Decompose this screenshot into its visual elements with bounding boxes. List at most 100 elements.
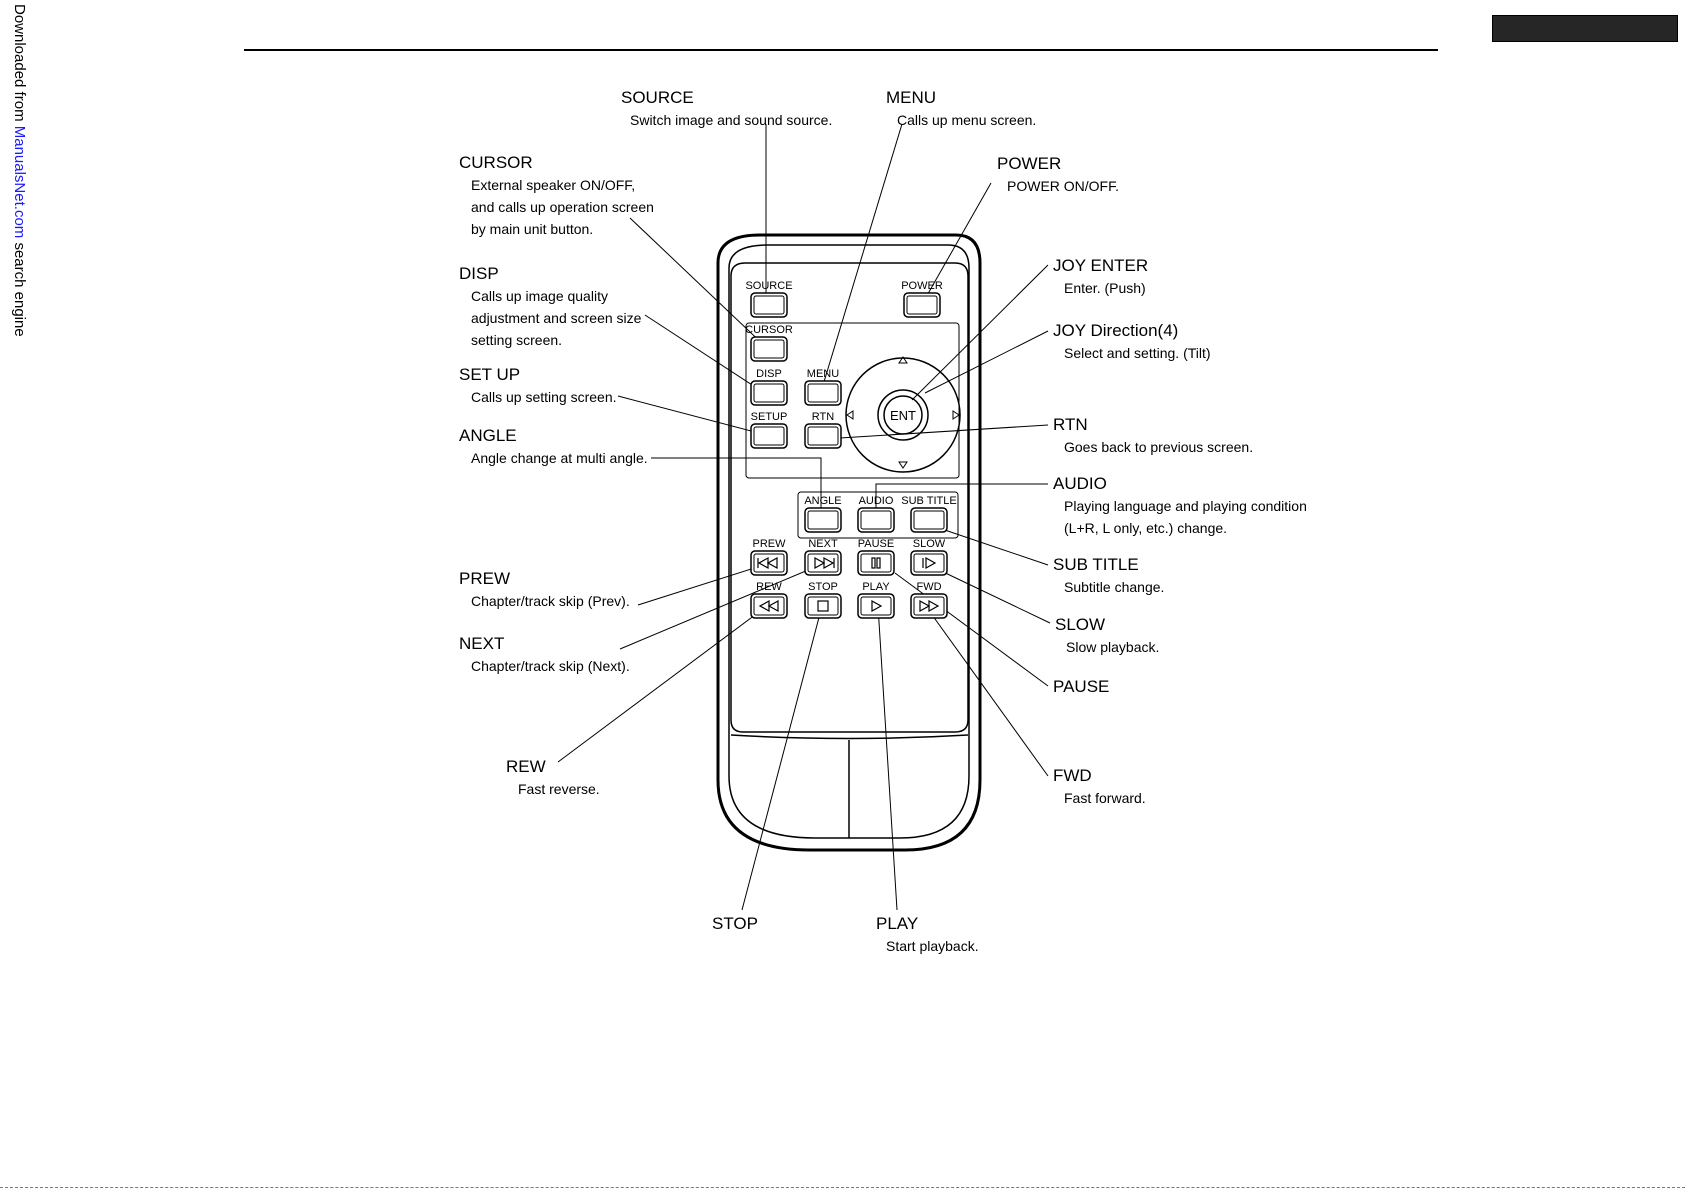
- joystick-enter-label: ENT: [890, 408, 916, 423]
- subtitle-callout-title: SUB TITLE: [1053, 555, 1139, 574]
- subtitle-button[interactable]: [910, 507, 948, 533]
- manualsnet-link[interactable]: ManualsNet.com: [11, 125, 28, 239]
- power-button-inner: [906, 295, 938, 315]
- cursor-leader: [629, 217, 770, 351]
- rew-leader: [557, 605, 768, 763]
- disp-button[interactable]: [750, 380, 788, 406]
- source-button-label: SOURCE: [745, 280, 792, 292]
- fwd-icon: [919, 599, 940, 613]
- audio-button[interactable]: [857, 507, 895, 533]
- function-key-frame: [797, 491, 959, 539]
- stop-button-label: STOP: [808, 581, 838, 593]
- pause-button[interactable]: [857, 550, 895, 576]
- play-icon: [871, 599, 883, 613]
- source-button[interactable]: [750, 292, 788, 318]
- next-leader: [619, 564, 821, 650]
- setup-button[interactable]: [750, 423, 788, 449]
- rtn-callout-desc: Goes back to previous screen.: [1064, 439, 1253, 455]
- power-callout-desc: POWER ON/OFF.: [1007, 178, 1119, 194]
- fwd-leader: [929, 611, 1049, 777]
- angle-callout-desc: Angle change at multi angle.: [471, 450, 648, 466]
- menu-button[interactable]: [804, 380, 842, 406]
- next-icon: [814, 556, 835, 570]
- rtn-button-label: RTN: [812, 411, 834, 423]
- pause-button-inner: [860, 553, 892, 573]
- prew-button-inner: [753, 553, 785, 573]
- joy-up-arrow-icon: [898, 356, 908, 364]
- side-note-prefix: Downloaded from: [11, 4, 28, 126]
- slow-tri: [925, 556, 937, 570]
- disp-callout-desc: setting screen.: [471, 332, 562, 348]
- rtn-callout-title: RTN: [1053, 415, 1088, 434]
- fwd-tri-2: [928, 599, 940, 613]
- menu-leader: [819, 123, 903, 396]
- power-button[interactable]: [903, 292, 941, 318]
- play-button[interactable]: [857, 593, 895, 619]
- power-leader: [920, 182, 992, 307]
- joy-right-arrow-icon: [952, 410, 960, 420]
- slow-icon: [922, 556, 937, 570]
- cursor-button[interactable]: [750, 336, 788, 362]
- cursor-callout-desc: by main unit button.: [471, 221, 593, 237]
- audio-callout-title: AUDIO: [1053, 474, 1107, 493]
- rtn-leader: [839, 424, 1049, 439]
- play-callout-title: PLAY: [876, 914, 918, 933]
- joystick-ring: [845, 357, 961, 473]
- slow-button[interactable]: [910, 550, 948, 576]
- next-tri-1: [814, 556, 826, 570]
- remote-outer-shell: [716, 233, 982, 852]
- disp-callout-desc: adjustment and screen size: [471, 310, 642, 326]
- disp-callout-desc: Calls up image quality: [471, 288, 608, 304]
- rew-tri-2: [767, 599, 779, 613]
- audio-button-label: AUDIO: [859, 495, 894, 507]
- slow-leader: [936, 568, 1051, 624]
- pause-bar-2: [876, 557, 881, 569]
- disp-leader: [644, 314, 770, 397]
- disp-callout-title: DISP: [459, 264, 499, 283]
- stop-square: [817, 600, 829, 612]
- prew-leader: [637, 563, 768, 606]
- rew-icon: [758, 599, 779, 613]
- cursor-button-inner: [753, 339, 785, 359]
- stop-button-inner: [807, 596, 839, 616]
- disp-button-inner: [753, 383, 785, 403]
- angle-button-inner: [807, 510, 839, 530]
- stop-button[interactable]: [804, 593, 842, 619]
- setup-callout-desc: Calls up setting screen.: [471, 389, 617, 405]
- fwd-button-label: FWD: [916, 581, 941, 593]
- play-leader: [877, 605, 898, 911]
- slow-button-inner: [913, 553, 945, 573]
- joy-enter-callout-title: JOY ENTER: [1053, 256, 1148, 275]
- rew-button-label: REW: [756, 581, 782, 593]
- audio-callout-desc: Playing language and playing condition: [1064, 498, 1307, 514]
- angle-button-label: ANGLE: [804, 495, 841, 507]
- setup-callout-title: SET UP: [459, 365, 520, 384]
- joy-direction-callout-desc: Select and setting. (Tilt): [1064, 345, 1211, 361]
- battery-cover-seam: [730, 734, 969, 740]
- setup-button-inner: [753, 426, 785, 446]
- audio-button-inner: [860, 510, 892, 530]
- rtn-button[interactable]: [804, 423, 842, 449]
- menu-callout-desc: Calls up menu screen.: [897, 112, 1036, 128]
- joy-direction-leader: [924, 330, 1049, 394]
- joy-direction-callout-title: JOY Direction(4): [1053, 321, 1178, 340]
- pause-icon: [871, 557, 881, 569]
- navigation-frame: [745, 322, 960, 479]
- menu-button-label: MENU: [807, 368, 839, 380]
- next-tri-2: [823, 556, 835, 570]
- joy-enter-leader: [911, 264, 1049, 401]
- menu-button-inner: [807, 383, 839, 403]
- source-callout-title: SOURCE: [621, 88, 694, 107]
- power-callout-title: POWER: [997, 154, 1061, 173]
- joy-left-arrow-icon: [846, 410, 854, 420]
- angle-button[interactable]: [804, 507, 842, 533]
- joystick-outer: [877, 389, 929, 441]
- prew-callout-desc: Chapter/track skip (Prev).: [471, 593, 630, 609]
- fwd-callout-title: FWD: [1053, 766, 1092, 785]
- prev-icon: [757, 556, 778, 570]
- pause-bar-1: [871, 557, 876, 569]
- fwd-tri-1: [919, 599, 931, 613]
- download-source-note: Downloaded from ManualsNet.com search en…: [8, 4, 28, 364]
- disp-button-label: DISP: [756, 368, 782, 380]
- slow-callout-desc: Slow playback.: [1066, 639, 1159, 655]
